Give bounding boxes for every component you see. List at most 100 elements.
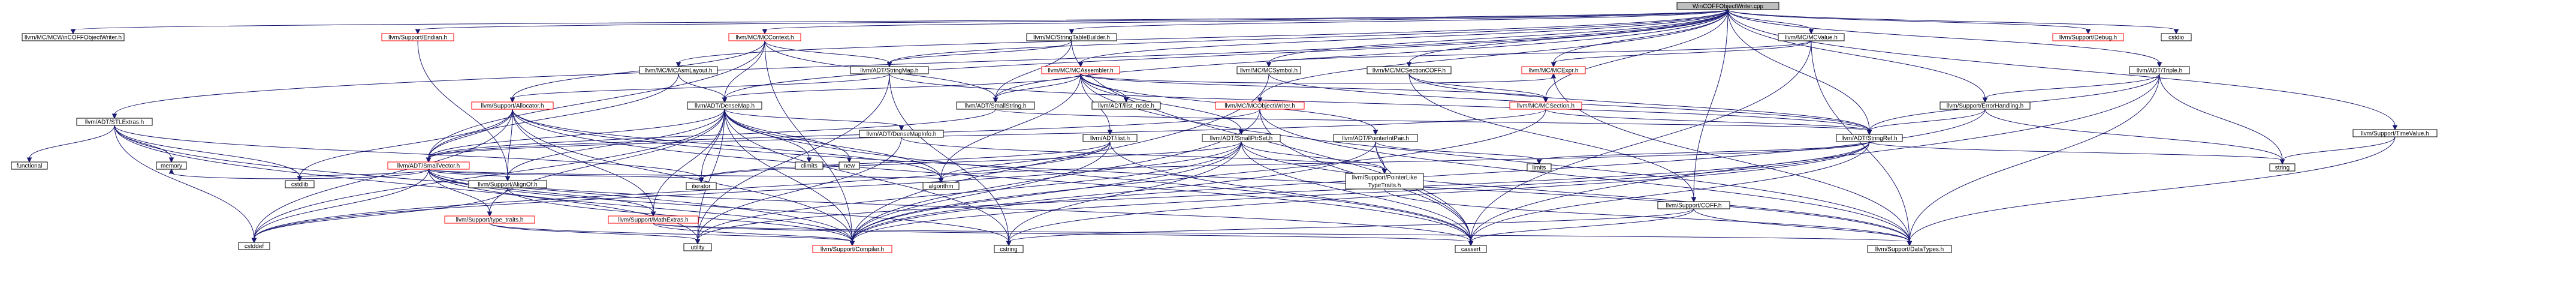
edge-line [1470, 40, 1812, 242]
node-label: TypeTraits.h [1368, 182, 1401, 189]
edge-triple-to-errorhandling [1982, 73, 2160, 103]
node-mcobjwriter[interactable]: llvm/MC/MCObjectWriter.h [1215, 101, 1305, 110]
edge-line [2159, 73, 2283, 161]
node-mathextras[interactable]: llvm/Support/MathExtras.h [608, 215, 699, 224]
node-memory[interactable]: memory [156, 161, 187, 170]
node-cstdio[interactable]: cstdio [2161, 33, 2192, 41]
node-cstddef[interactable]: cstddef [238, 242, 270, 250]
edge-densemap-to-smallvector [426, 109, 725, 163]
node-cstring[interactable]: cstring [994, 245, 1024, 253]
node-mcexpr[interactable]: llvm/MC/MCExpr.h [1521, 66, 1586, 74]
edge-line [1080, 9, 1729, 64]
node-box [1657, 201, 1730, 209]
edge-line [1109, 141, 1471, 242]
node-mcvalue[interactable]: llvm/MC/MCValue.h [1778, 33, 1845, 41]
node-label: llvm/MC/MCSectionCOFF.h [1373, 68, 1446, 74]
edge-supportcoff-to-cstring [1006, 208, 1694, 247]
node-cstdlib[interactable]: cstdlib [285, 180, 315, 188]
node-mcsection[interactable]: llvm/MC/MCSection.h [1509, 101, 1582, 110]
node-box [728, 33, 801, 41]
edge-line [1553, 40, 1812, 64]
node-debug[interactable]: llvm/Support/Debug.h [2052, 33, 2124, 41]
node-supportcoff[interactable]: llvm/Support/COFF.h [1657, 201, 1730, 209]
node-asmlayout[interactable]: llvm/MC/MCAsmLayout.h [639, 66, 718, 74]
node-label: llvm/MC/StringTableBuilder.h [1033, 35, 1110, 41]
edge-line [1539, 141, 1870, 161]
node-mcsectioncoff[interactable]: llvm/MC/MCSectionCOFF.h [1367, 66, 1452, 74]
edge-line [114, 9, 1729, 115]
node-limits[interactable]: limits [1527, 163, 1552, 172]
node-ilistnode[interactable]: llvm/ADT/ilist_node.h [1091, 101, 1161, 110]
edge-line [254, 141, 1242, 239]
node-ilist[interactable]: llvm/ADT/ilist.h [1082, 134, 1138, 142]
edge-line [1408, 9, 1729, 64]
edge-line [1408, 73, 1870, 131]
node-box [471, 101, 554, 110]
node-mccontext[interactable]: llvm/MC/MCContext.h [728, 33, 801, 41]
node-densemapinfo[interactable]: llvm/ADT/DenseMapInfo.h [859, 130, 944, 138]
edge-root-to-stlextras [111, 9, 1729, 119]
node-string[interactable]: string [2269, 163, 2296, 172]
edge-arrowhead [1069, 29, 1075, 35]
node-compiler[interactable]: llvm/Support/Compiler.h [812, 245, 892, 253]
node-errorhandling[interactable]: llvm/Support/ErrorHandling.h [1939, 101, 2031, 110]
edge-line [1241, 141, 1910, 242]
node-climits[interactable]: climits [795, 161, 824, 170]
node-typetraits[interactable]: llvm/Support/type_traits.h [444, 215, 535, 224]
node-functional[interactable]: functional [11, 161, 48, 170]
node-densemap[interactable]: llvm/ADT/DenseMap.h [687, 101, 762, 110]
node-smallptrset[interactable]: llvm/ADT/SmallPtrSet.h [1202, 134, 1281, 142]
edge-mcsectioncoff-to-mcsection [1408, 73, 1549, 103]
edge-arrowhead [1406, 62, 1412, 68]
node-alignof[interactable]: llvm/Support/AlignOf.h [468, 180, 547, 188]
node-endian[interactable]: llvm/Support/Endian.h [381, 33, 454, 41]
node-mcwin[interactable]: llvm/MC/MCWinCOFFObjectWriter.h [22, 33, 125, 41]
edge-line [852, 141, 1242, 242]
node-box [1215, 101, 1305, 110]
node-smallvector[interactable]: llvm/ADT/SmallVector.h [387, 161, 470, 170]
node-new[interactable]: new [838, 161, 860, 170]
edge-supportcoff-to-cassert [1468, 208, 1694, 247]
edge-errorhandling-to-stringref [1866, 109, 1986, 136]
node-mcsymbol[interactable]: llvm/MC/MCSymbol.h [1236, 66, 1301, 74]
node-triple[interactable]: llvm/ADT/Triple.h [2129, 66, 2190, 74]
edge-line [1384, 188, 1910, 242]
node-iterator[interactable]: iterator [686, 182, 717, 190]
node-pointerintpair[interactable]: llvm/ADT/PointerIntPair.h [1333, 134, 1418, 142]
node-utility[interactable]: utility [683, 243, 712, 251]
node-stringmap[interactable]: llvm/ADT/StringMap.h [850, 66, 929, 74]
edge-mcassembler-to-smallstring [993, 73, 1081, 103]
edge-root-to-timevalue [1727, 9, 2398, 131]
node-label: cstdlib [291, 182, 309, 188]
edge-root-to-mccontext [762, 9, 1729, 35]
node-stringref[interactable]: llvm/ADT/StringRef.h [1836, 134, 1903, 142]
node-datatypes[interactable]: llvm/Support/DataTypes.h [1867, 245, 1952, 253]
edge-pointerintpair-to-compiler [849, 141, 1376, 247]
node-stlextras[interactable]: llvm/ADT/STLExtras.h [76, 118, 153, 126]
edge-line [1545, 109, 1870, 131]
node-allocator[interactable]: llvm/Support/Allocator.h [471, 101, 554, 110]
node-timevalue[interactable]: llvm/Support/TimeValue.h [2352, 129, 2438, 137]
edge-root-to-errorhandling [1727, 9, 1988, 103]
node-cassert[interactable]: cassert [1455, 245, 1487, 253]
edge-line [701, 141, 1242, 179]
edge-root-to-triple [1727, 9, 2162, 68]
edge-arrowhead [70, 29, 76, 35]
node-box [1026, 33, 1117, 41]
node-box [1455, 245, 1487, 253]
node-strtab[interactable]: llvm/MC/StringTableBuilder.h [1026, 33, 1117, 41]
edge-line [697, 137, 902, 241]
edge-arrowhead [2085, 29, 2091, 35]
node-smallstring[interactable]: llvm/ADT/SmallString.h [956, 101, 1035, 110]
edge-line [417, 40, 508, 178]
node-label: algorithm [928, 184, 953, 190]
edge-typetraits-to-compiler [489, 223, 855, 247]
node-mcassembler[interactable]: llvm/MC/MCAssembler.h [1041, 66, 1120, 74]
edge-arrowhead [695, 239, 701, 245]
edge-line [1008, 208, 1694, 242]
node-box [381, 33, 454, 41]
node-algorithm[interactable]: algorithm [922, 182, 960, 190]
node-box [608, 215, 699, 224]
edge-line [724, 73, 1081, 99]
